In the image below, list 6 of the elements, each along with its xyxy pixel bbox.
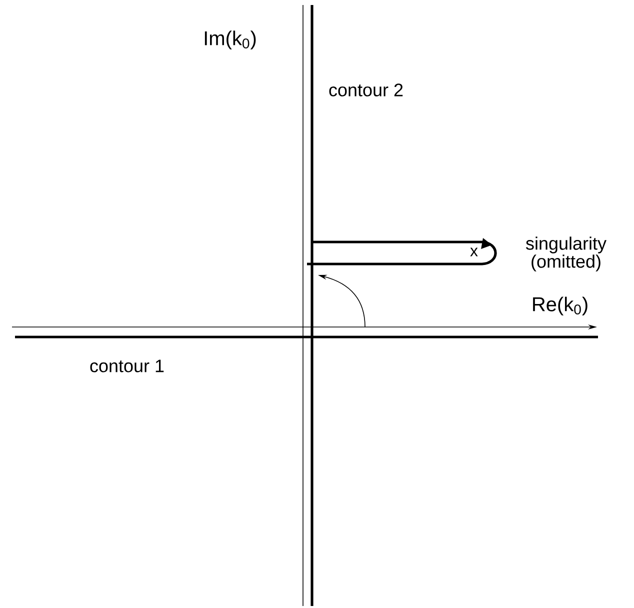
axis-label: Re(k$_{0}$) (533, 296, 588, 316)
singularity-label: singularity (omitted) (526, 236, 606, 272)
contour-label: contour 2 (329, 84, 403, 96)
axis-label: Im(k$_{0}$) (204, 30, 256, 50)
contour-label: contour 1 (90, 360, 164, 372)
singularity-mark: x (470, 248, 478, 256)
